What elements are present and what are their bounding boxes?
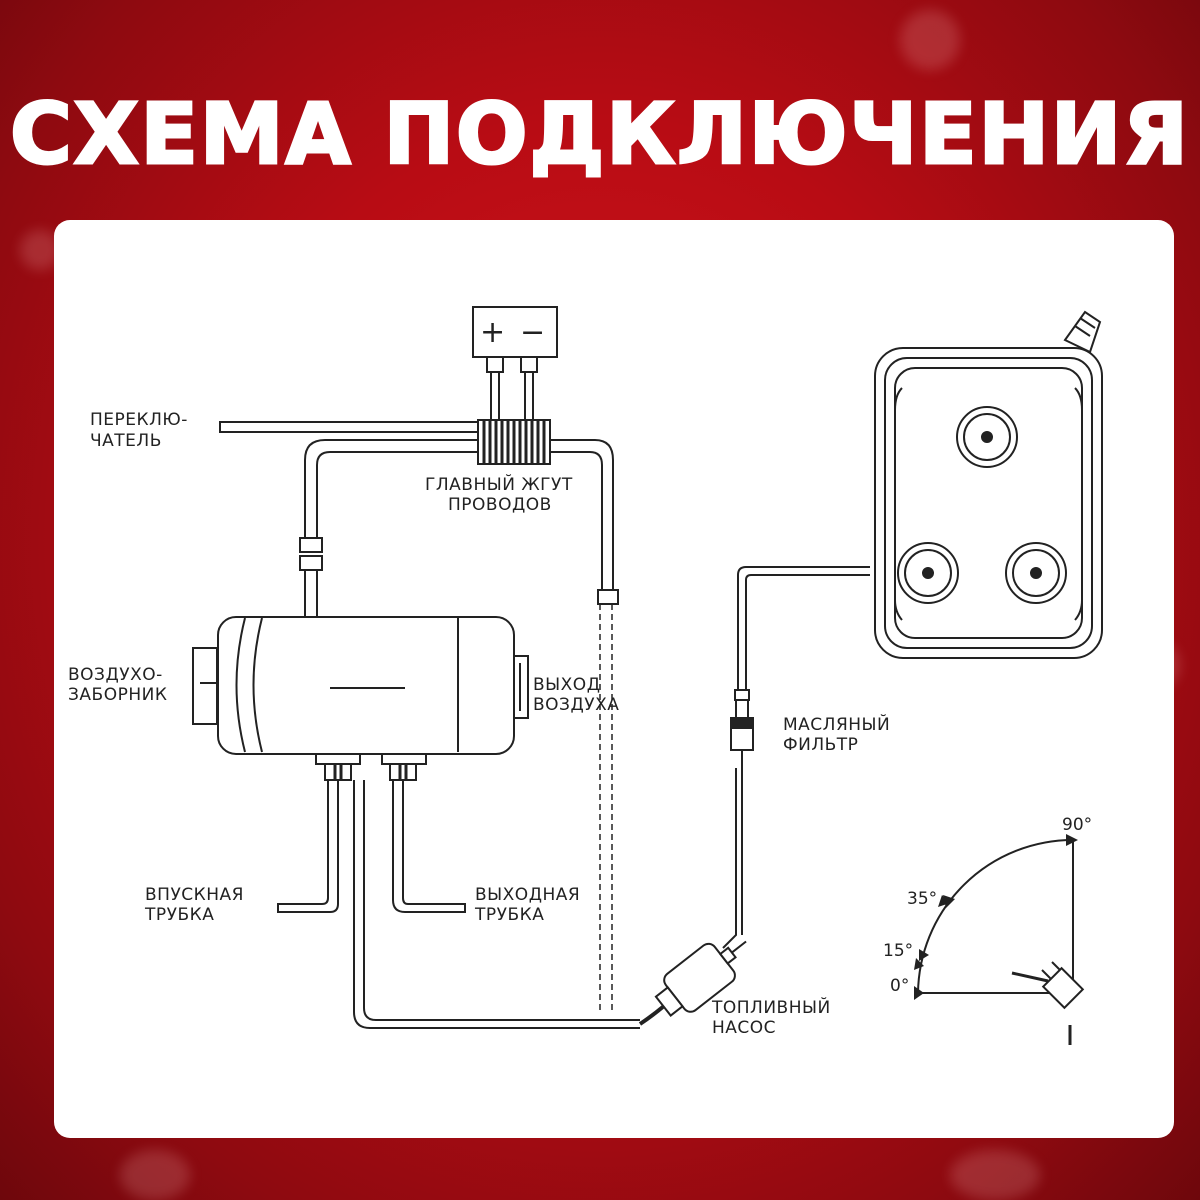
- bokeh: [900, 10, 960, 70]
- angle-35: 35°: [907, 889, 937, 909]
- switch-wire: [219, 421, 479, 433]
- heater-unit: [192, 616, 529, 755]
- label-inlet-pipe-1: ВПУСКНАЯ: [145, 885, 244, 905]
- label-inlet-pipe-2: ТРУБКА: [144, 905, 214, 925]
- bokeh: [120, 1150, 190, 1200]
- label-exhaust-pipe-1: ВЫХОДНАЯ: [475, 885, 580, 905]
- battery-minus: −: [520, 315, 545, 350]
- angle-15: 15°: [883, 941, 913, 961]
- label-outlet-2: ВОЗДУХА: [533, 695, 619, 715]
- label-pump-2: НАСОС: [712, 1018, 776, 1038]
- main-harness-connector: [477, 419, 551, 465]
- heater-pipes: [277, 753, 640, 1029]
- label-intake-2: ЗАБОРНИК: [68, 685, 167, 705]
- fuel-line: [722, 768, 743, 949]
- label-outlet-1: ВЫХОД: [533, 675, 600, 695]
- angle-90: 90°: [1062, 815, 1092, 835]
- label-harness-1: ГЛАВНЫЙ ЖГУТ: [425, 473, 573, 495]
- label-harness-2: ПРОВОДОВ: [448, 495, 552, 515]
- label-pump-1: ТОПЛИВНЫЙ: [711, 996, 831, 1018]
- page-title: СХЕМА ПОДКЛЮЧЕНИЯ: [9, 85, 1190, 183]
- bokeh: [20, 230, 60, 270]
- battery-plus: +: [480, 315, 505, 350]
- label-switch-2: ЧАТЕЛЬ: [90, 431, 162, 451]
- label-filter-2: ФИЛЬТР: [783, 735, 858, 755]
- label-exhaust-pipe-2: ТРУБКА: [474, 905, 544, 925]
- label-filter-1: МАСЛЯНЫЙ: [783, 713, 890, 735]
- battery: [472, 306, 558, 420]
- mounting-angle-diagram: [917, 839, 1085, 1045]
- fuel-tank: [874, 310, 1103, 659]
- angle-0: 0°: [890, 976, 909, 996]
- label-intake-1: ВОЗДУХО-: [68, 665, 163, 685]
- bokeh: [950, 1150, 1040, 1200]
- label-switch-1: ПЕРЕКЛЮ-: [90, 410, 188, 430]
- harness-wire-left: [304, 439, 478, 548]
- harness-wire-right: [550, 439, 614, 590]
